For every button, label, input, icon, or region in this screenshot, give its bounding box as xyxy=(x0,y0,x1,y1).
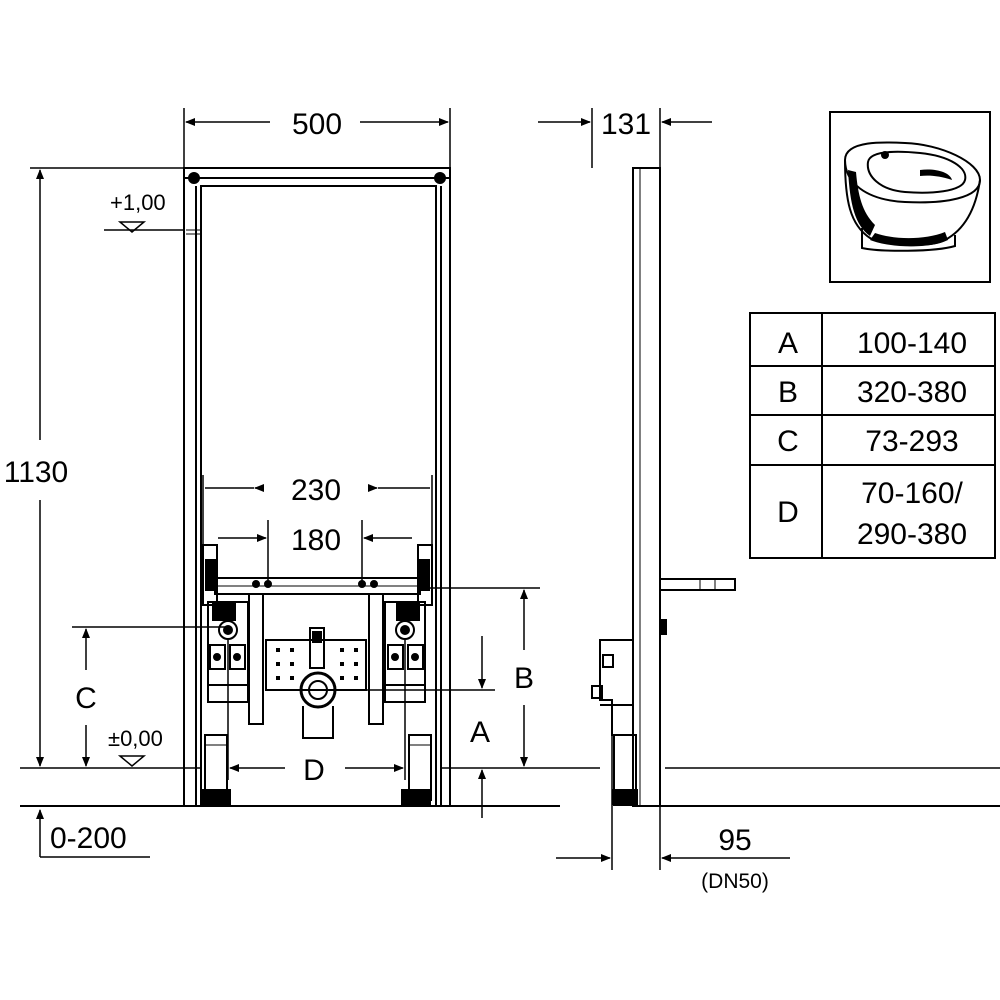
table-label-b: B xyxy=(778,376,798,409)
callout-c: C xyxy=(75,682,97,715)
dim-180 xyxy=(218,520,412,582)
level-zero xyxy=(117,755,147,767)
level-upper xyxy=(104,221,184,233)
table-value-d: 70-160/ xyxy=(861,477,963,510)
table-row: A 100-140 xyxy=(778,327,967,360)
dimension-table xyxy=(749,312,996,559)
table-label-c: C xyxy=(777,425,799,458)
dim-230-label: 230 xyxy=(291,474,341,507)
side-frame xyxy=(591,167,736,807)
level-zero-label: ±0,00 xyxy=(108,726,163,751)
table-row: B 320-380 xyxy=(778,376,967,409)
bidet-fitting-assembly xyxy=(202,544,433,739)
dim-floor-range-label: 0-200 xyxy=(50,822,127,855)
callout-b: B xyxy=(514,662,534,695)
dim-pipe-label: 95 xyxy=(718,824,751,857)
table-label-a: A xyxy=(778,327,798,360)
table-label-d: D xyxy=(777,496,799,529)
table-value-a: 100-140 xyxy=(857,327,967,360)
bidet-illustration xyxy=(829,111,991,283)
level-upper-label: +1,00 xyxy=(110,190,166,215)
dim-height-label: 1130 xyxy=(4,456,69,489)
table-row: C 73-293 xyxy=(777,425,959,458)
dim-pipe xyxy=(556,735,790,870)
callout-a: A xyxy=(470,716,490,749)
dim-depth-label: 131 xyxy=(601,108,651,141)
front-frame xyxy=(183,167,451,807)
table-value-d-2: 290-380 xyxy=(857,518,967,551)
table-value-b: 320-380 xyxy=(857,376,967,409)
dim-d xyxy=(227,640,406,780)
dim-width-label: 500 xyxy=(292,108,342,141)
dim-a xyxy=(335,636,495,818)
dim-230 xyxy=(202,475,433,550)
dim-180-label: 180 xyxy=(291,524,341,557)
callout-d: D xyxy=(303,754,325,787)
dim-height xyxy=(30,167,184,767)
dim-pipe-note: (DN50) xyxy=(701,870,769,893)
dim-depth xyxy=(538,108,712,168)
dim-c xyxy=(72,626,228,767)
dim-width xyxy=(183,108,451,168)
dim-b xyxy=(420,587,540,767)
dim-floor-range xyxy=(36,809,150,858)
table-value-c: 73-293 xyxy=(865,425,958,458)
table-row: D 70-160/ 290-380 xyxy=(777,477,967,551)
